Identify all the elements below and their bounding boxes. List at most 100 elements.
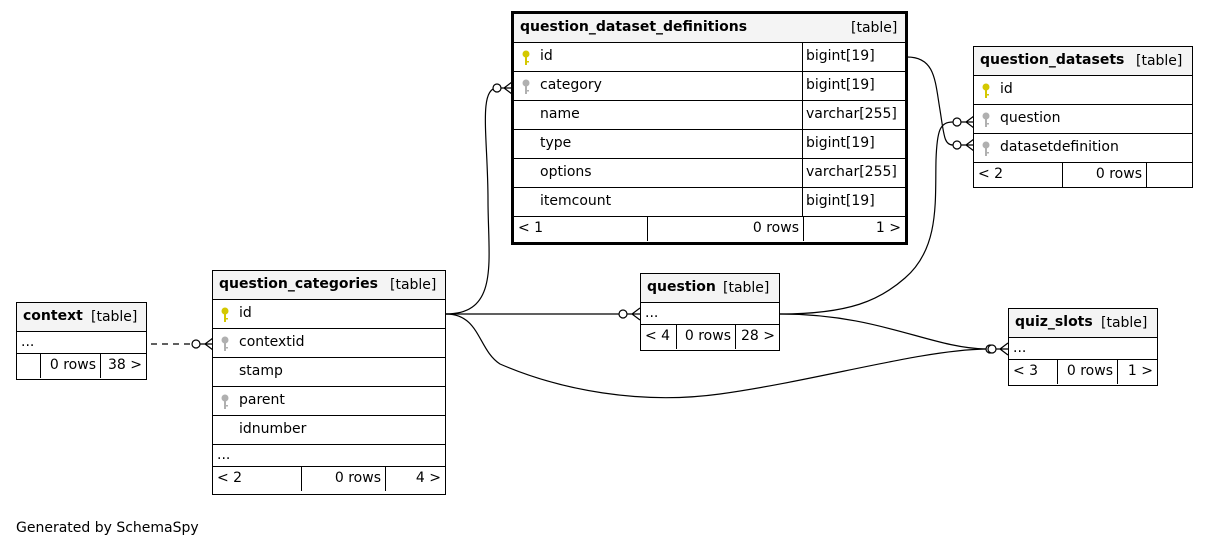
table-tag: [table] [723,280,770,296]
table-question-categories[interactable]: question_categories [table] id contextid s… [212,270,446,495]
column-name: name [540,106,580,122]
parents-count[interactable]: < 2 [978,166,1004,182]
column-type-cell: varchar[255] [802,101,897,129]
primary-key-icon [982,83,990,99]
column-name: parent [239,392,285,408]
parents-count[interactable]: < 4 [645,328,671,344]
parents-count[interactable]: < 3 [1013,363,1039,379]
table-footer: < 2 0 rows [974,163,1192,187]
column-type-cell: bigint[19] [802,72,875,100]
table-name: question [647,279,716,295]
column-type: bigint[19] [806,77,875,93]
parents-count[interactable]: < 1 [518,220,544,236]
column-name: id [540,48,553,64]
column-row-id[interactable]: id bigint[19] [514,43,905,72]
column-row-question[interactable]: question [974,105,1192,134]
column-row-name[interactable]: name varchar[255] [514,101,905,130]
column-type: varchar[255] [806,164,897,180]
foreign-key-icon [982,112,990,128]
relation-definitions-to-datasets [906,56,954,146]
children-count[interactable]: 28 > [741,328,775,344]
column-name: id [239,305,252,321]
column-row-category[interactable]: category bigint[19] [514,72,905,101]
children-count[interactable]: 1 > [875,220,901,236]
primary-key-icon [221,307,229,323]
relation-question-to-quizslots [779,313,987,350]
table-footer: 0 rows 38 > [17,354,146,378]
rows-count: 0 rows [752,220,799,236]
table-footer: < 4 0 rows 28 > [641,325,779,349]
column-row-datasetdefinition[interactable]: datasetdefinition [974,134,1192,163]
more-columns: ... [641,303,779,325]
column-type: bigint[19] [806,135,875,151]
column-name: datasetdefinition [1000,139,1119,155]
column-name: stamp [239,363,283,379]
column-name: question [1000,110,1061,126]
table-header: question_dataset_definitions [table] [514,14,905,43]
more-columns: ... [213,445,445,467]
table-question-dataset-definitions[interactable]: question_dataset_definitions [table] id b… [511,11,908,245]
table-footer: < 2 0 rows 4 > [213,467,445,491]
table-context[interactable]: context [table] ... 0 rows 38 > [16,302,147,380]
table-question-datasets[interactable]: question_datasets [table] id question data… [973,46,1193,188]
column-type-cell: bigint[19] [802,130,875,158]
ellipsis: ... [1013,340,1027,356]
column-row-idnumber[interactable]: idnumber [213,416,445,445]
column-type: bigint[19] [806,48,875,64]
ellipsis: ... [21,334,35,350]
table-quiz-slots[interactable]: quiz_slots [table] ... < 3 0 rows 1 > [1008,308,1158,386]
generator-note: Generated by SchemaSpy [16,520,199,536]
table-tag: [table] [91,309,138,325]
rows-count: 0 rows [1095,166,1142,182]
table-header: context [table] [17,303,146,332]
column-row-contextid[interactable]: contextid [213,329,445,358]
column-name: type [540,135,572,151]
rows-count: 0 rows [1066,363,1113,379]
column-row-parent[interactable]: parent [213,387,445,416]
column-row-id[interactable]: id [974,76,1192,105]
column-name: options [540,164,592,180]
table-tag: [table] [1136,53,1183,69]
table-header: question_categories [table] [213,271,445,300]
parents-count[interactable]: < 2 [217,470,243,486]
column-name: category [540,77,602,93]
rows-count: 0 rows [49,357,96,373]
table-name: quiz_slots [1015,314,1093,330]
ellipsis: ... [645,305,659,321]
table-header: question [table] [641,274,779,303]
column-name: id [1000,81,1013,97]
foreign-key-icon [522,79,530,95]
table-header: question_datasets [table] [974,47,1192,76]
relation-question-to-datasets [779,121,954,315]
column-type-cell: bigint[19] [802,43,875,71]
foreign-key-icon [982,141,990,157]
column-row-options[interactable]: options varchar[255] [514,159,905,188]
primary-key-icon [522,50,530,66]
children-count[interactable]: 1 > [1127,363,1153,379]
table-tag: [table] [390,277,437,293]
table-name: question_dataset_definitions [520,19,748,35]
column-row-id[interactable]: id [213,300,445,329]
column-row-stamp[interactable]: stamp [213,358,445,387]
column-type: bigint[19] [806,193,875,209]
table-footer: < 3 0 rows 1 > [1009,360,1157,384]
children-count[interactable]: 4 > [415,470,441,486]
rows-count: 0 rows [684,328,731,344]
table-tag: [table] [1101,315,1148,331]
column-name: contextid [239,334,305,350]
column-name: idnumber [239,421,307,437]
table-header: quiz_slots [table] [1009,309,1157,338]
ellipsis: ... [217,447,231,463]
table-question[interactable]: question [table] ... < 4 0 rows 28 > [640,273,780,351]
relation-categories-to-definitions [445,87,498,315]
column-type: varchar[255] [806,106,897,122]
children-count[interactable]: 38 > [108,357,142,373]
table-tag: [table] [851,20,898,36]
column-type-cell: bigint[19] [802,188,875,216]
column-type-cell: varchar[255] [802,159,897,187]
foreign-key-icon [221,336,229,352]
rows-count: 0 rows [334,470,381,486]
column-row-type[interactable]: type bigint[19] [514,130,905,159]
